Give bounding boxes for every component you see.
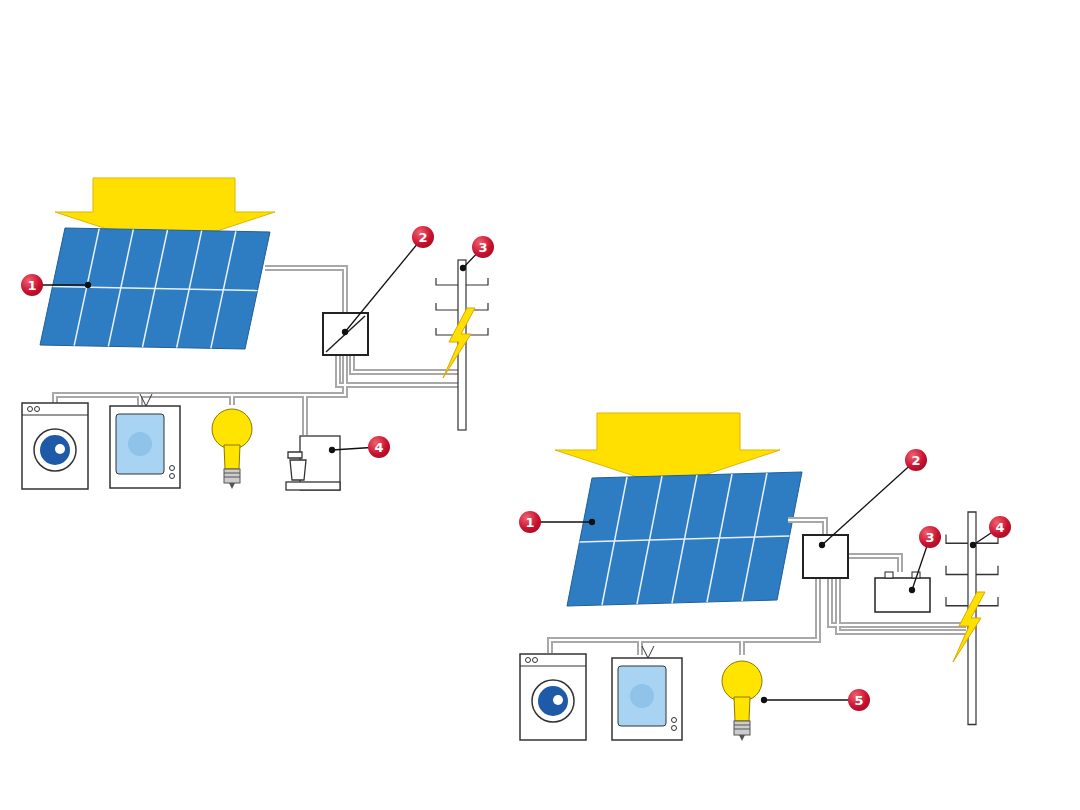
washing-machine: [22, 403, 88, 489]
callout-number: 3: [472, 236, 494, 258]
callout-number: 2: [905, 449, 927, 471]
callout-number: 1: [21, 274, 43, 296]
callout-text: 3: [925, 531, 934, 544]
callout-text: 4: [995, 521, 1004, 534]
television: [110, 394, 180, 488]
television: [612, 646, 682, 740]
callout-text: 2: [418, 231, 427, 244]
callout-text: 3: [478, 241, 487, 254]
light-bulb: [722, 661, 762, 741]
callout-number: 1: [519, 511, 541, 533]
callout-text: 4: [374, 441, 383, 454]
callout-number: 5: [848, 689, 870, 711]
solar-panel: [567, 472, 802, 606]
utility-pole: [436, 260, 488, 430]
callout-number: 2: [412, 226, 434, 248]
callout-number: 3: [919, 526, 941, 548]
callout-text: 5: [854, 694, 863, 707]
lightning: [443, 308, 475, 378]
lightning: [953, 592, 985, 662]
utility-pole: [946, 512, 998, 725]
washing-machine: [520, 654, 586, 740]
wiring: [55, 268, 966, 655]
callout-number: 4: [989, 516, 1011, 538]
light-bulb: [212, 409, 252, 489]
coffee-maker: [286, 436, 340, 490]
inverter: [323, 313, 368, 355]
callout-text: 2: [911, 454, 920, 467]
callout-text: 1: [27, 279, 36, 292]
callout-number: 4: [368, 436, 390, 458]
callout-text: 1: [525, 516, 534, 529]
battery: [875, 572, 930, 612]
leader-lines: [32, 237, 1000, 703]
solar-panel: [40, 228, 270, 349]
